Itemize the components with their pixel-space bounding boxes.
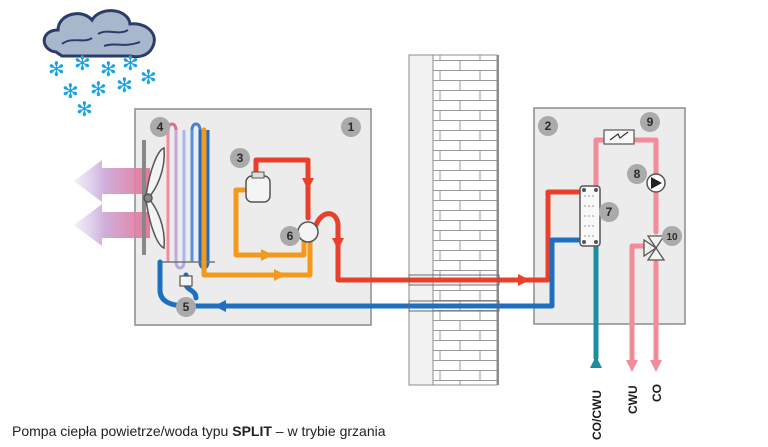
svg-text:1: 1 [348, 120, 355, 134]
badge-3: 3 [230, 148, 250, 168]
expansion-valve-icon [179, 275, 193, 287]
badge-4: 4 [150, 117, 170, 137]
svg-text:9: 9 [647, 115, 654, 129]
svg-text:✻: ✻ [74, 53, 91, 75]
label-co: CO [650, 384, 664, 402]
svg-text:✻: ✻ [122, 53, 139, 75]
svg-text:✻: ✻ [116, 75, 133, 97]
svg-text:8: 8 [634, 167, 641, 181]
badge-6: 6 [280, 226, 300, 246]
badge-8: 8 [627, 164, 647, 184]
badge-10: 10 [662, 226, 682, 246]
three-way-valve-icon [643, 235, 666, 261]
svg-text:✻: ✻ [48, 59, 65, 81]
svg-text:✻: ✻ [76, 99, 93, 121]
component-badges: 1 2 3 4 5 6 7 8 9 10 [150, 112, 682, 317]
svg-text:✻: ✻ [62, 81, 79, 103]
circulation-pump-icon [646, 173, 666, 193]
badge-1: 1 [341, 117, 361, 137]
electric-heater-icon [603, 129, 635, 145]
label-co-cwu: CO/CWU [590, 390, 604, 440]
svg-text:5: 5 [183, 300, 190, 314]
svg-text:4: 4 [157, 120, 164, 134]
four-way-valve-icon [297, 221, 319, 243]
snow-cloud-icon: ✻✻✻ ✻✻✻ ✻✻✻ [42, 9, 157, 121]
compressor-icon [245, 171, 271, 203]
caption-bold: SPLIT [232, 423, 272, 439]
badge-5: 5 [176, 297, 196, 317]
brick-wall-icon [408, 54, 499, 386]
svg-text:2: 2 [545, 119, 552, 133]
badge-7: 7 [599, 202, 619, 222]
svg-text:7: 7 [606, 205, 613, 219]
orange-refrigerant-loop [201, 127, 313, 278]
diagram-caption: Pompa ciepła powietrze/woda typu SPLIT –… [12, 423, 386, 439]
plate-heat-exchanger-icon [579, 185, 601, 247]
svg-text:6: 6 [287, 229, 294, 243]
outdoor-unit [134, 108, 372, 326]
caption-mode: – w trybie grzania [271, 423, 386, 439]
svg-text:3: 3 [237, 151, 244, 165]
inlet-arrow-icon [590, 356, 602, 368]
outlet-arrow-icon [650, 360, 662, 372]
svg-text:✻: ✻ [140, 67, 157, 89]
svg-text:10: 10 [666, 232, 678, 243]
badge-9: 9 [640, 112, 660, 132]
air-flow-arrow-icon [74, 160, 150, 246]
outdoor-coil [160, 122, 215, 270]
svg-text:✻: ✻ [100, 59, 117, 81]
fan-icon [142, 140, 165, 255]
badge-2: 2 [538, 116, 558, 136]
wall-pipe-sleeves [408, 274, 500, 312]
svg-text:✻: ✻ [90, 79, 107, 101]
label-cwu: CWU [626, 385, 640, 414]
outlet-arrow-icon [626, 360, 638, 372]
caption-text: Pompa ciepła powietrze/woda typu [12, 423, 233, 439]
